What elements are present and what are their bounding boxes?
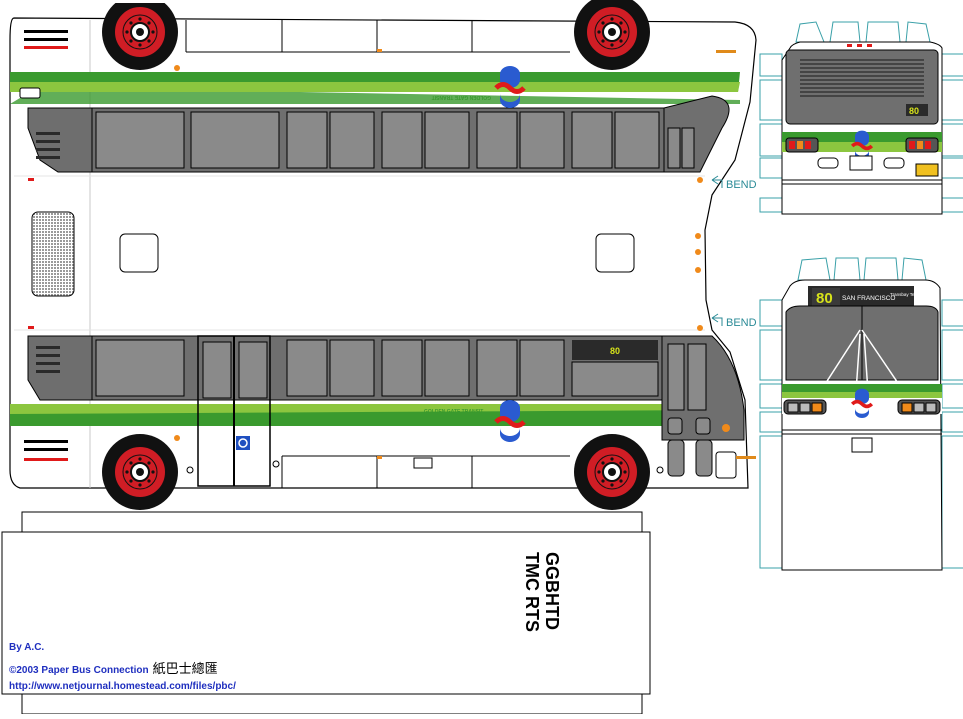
chinese-name: 紙巴士總匯 xyxy=(152,662,218,677)
bus-front-view: 80 SAN FRANCISCO Transbay Terminal xyxy=(759,257,963,571)
floor-piece xyxy=(1,511,651,715)
front-route-number: 80 xyxy=(816,290,833,307)
side-route-number: 80 xyxy=(610,346,620,356)
wheel-bottom-rear xyxy=(101,433,179,511)
fleet-label-bottom: GOLDEN GATE TRANSIT xyxy=(424,409,483,415)
wheel-bottom-front xyxy=(573,433,651,511)
front-destination: SAN FRANCISCO xyxy=(842,295,895,302)
model-title-line1: GGBHTD xyxy=(542,552,562,630)
bus-rear-view: 80 xyxy=(759,21,963,215)
rear-route-number: 80 xyxy=(909,106,919,116)
bend-mark-top: BEND xyxy=(711,175,757,191)
front-destination-sub: Transbay Terminal xyxy=(890,292,927,297)
model-title: GGBHTD TMC RTS xyxy=(520,548,564,658)
website-link[interactable]: http://www.netjournal.homestead.com/file… xyxy=(9,681,236,692)
model-title-line2: TMC RTS xyxy=(522,552,542,632)
bend-mark-bottom: BEND xyxy=(711,313,757,329)
bus-side-panels: GOLDEN GATE TRANSIT GOLDEN GATE TRANSIT … xyxy=(9,17,757,489)
author-credit: By A.C. xyxy=(9,642,45,653)
svg-text:BEND: BEND xyxy=(726,317,757,329)
fleet-label-top: GOLDEN GATE TRANSIT xyxy=(432,94,491,100)
svg-text:BEND: BEND xyxy=(726,179,757,191)
copyright-notice: ©2003 Paper Bus Connection xyxy=(9,665,149,676)
